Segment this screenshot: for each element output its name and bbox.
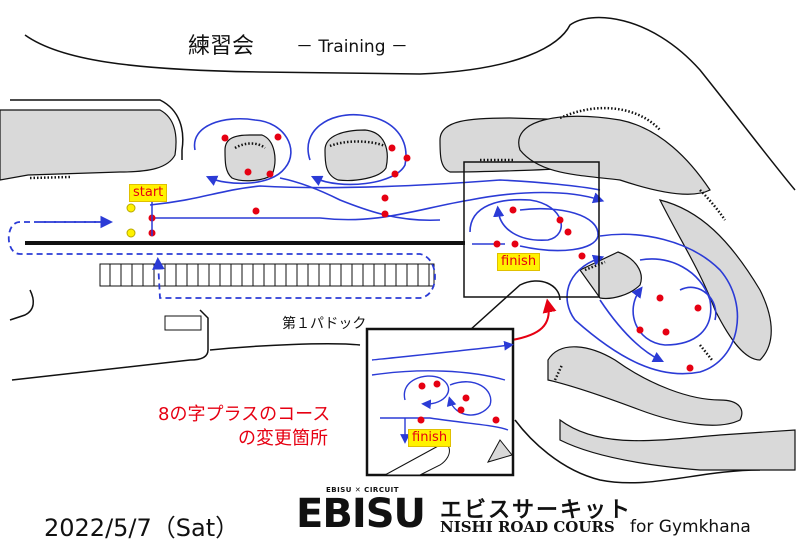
pylon (462, 394, 470, 402)
inset-box (365, 327, 515, 477)
pylon (492, 416, 500, 424)
for-gymkhana: for Gymkhana (630, 517, 751, 537)
infield-areas (0, 109, 796, 471)
pylon (388, 144, 396, 152)
pylon (509, 206, 517, 214)
pylon (244, 168, 252, 176)
pylon (403, 154, 411, 162)
pylon (457, 406, 465, 414)
paddock-label: 第１パドック (282, 316, 367, 332)
pylon (274, 133, 282, 141)
pylon (493, 240, 501, 248)
pylon (578, 252, 586, 260)
entry-lane (7, 215, 436, 299)
event-date: 2022/5/7（Sat） (44, 514, 240, 542)
start-markers (126, 200, 153, 238)
brand-name-jp: エビスサーキット (440, 498, 633, 523)
finish-zone-box (463, 161, 600, 298)
logo-caption: EBISU ✕ CIRCUIT (326, 486, 400, 494)
pylon (556, 216, 564, 224)
pylon (511, 240, 519, 248)
track-outline (9, 16, 796, 484)
change-note-line1: 8の字プラスのコース (158, 404, 331, 425)
pylon (391, 170, 399, 178)
pylon (686, 364, 694, 372)
pylon (417, 416, 425, 424)
pylons (148, 133, 702, 424)
pylon (656, 294, 664, 302)
restroom-icon (164, 315, 202, 331)
pylon (381, 210, 389, 218)
pylon (662, 328, 670, 336)
pylon (636, 326, 644, 334)
page-title: 練習会 (188, 34, 255, 59)
finish-label: finish (497, 253, 541, 271)
pylon (564, 228, 572, 236)
page-subtitle: － Training － (296, 37, 408, 57)
pylon (433, 380, 441, 388)
inset-finish-label: finish (408, 429, 452, 447)
paddock-stalls (99, 263, 435, 287)
start-label: start (129, 184, 168, 202)
pylon (266, 170, 274, 178)
change-note-line2: の変更箇所 (238, 428, 328, 449)
curved-arrow-icon (511, 298, 557, 341)
pylon (252, 207, 260, 215)
brand-name-en: NISHI ROAD COURS (440, 518, 615, 536)
pylon (221, 134, 229, 142)
pylon (418, 382, 426, 390)
pylon (694, 304, 702, 312)
ebisu-logo: EBISU (296, 491, 426, 537)
pylon (381, 194, 389, 202)
